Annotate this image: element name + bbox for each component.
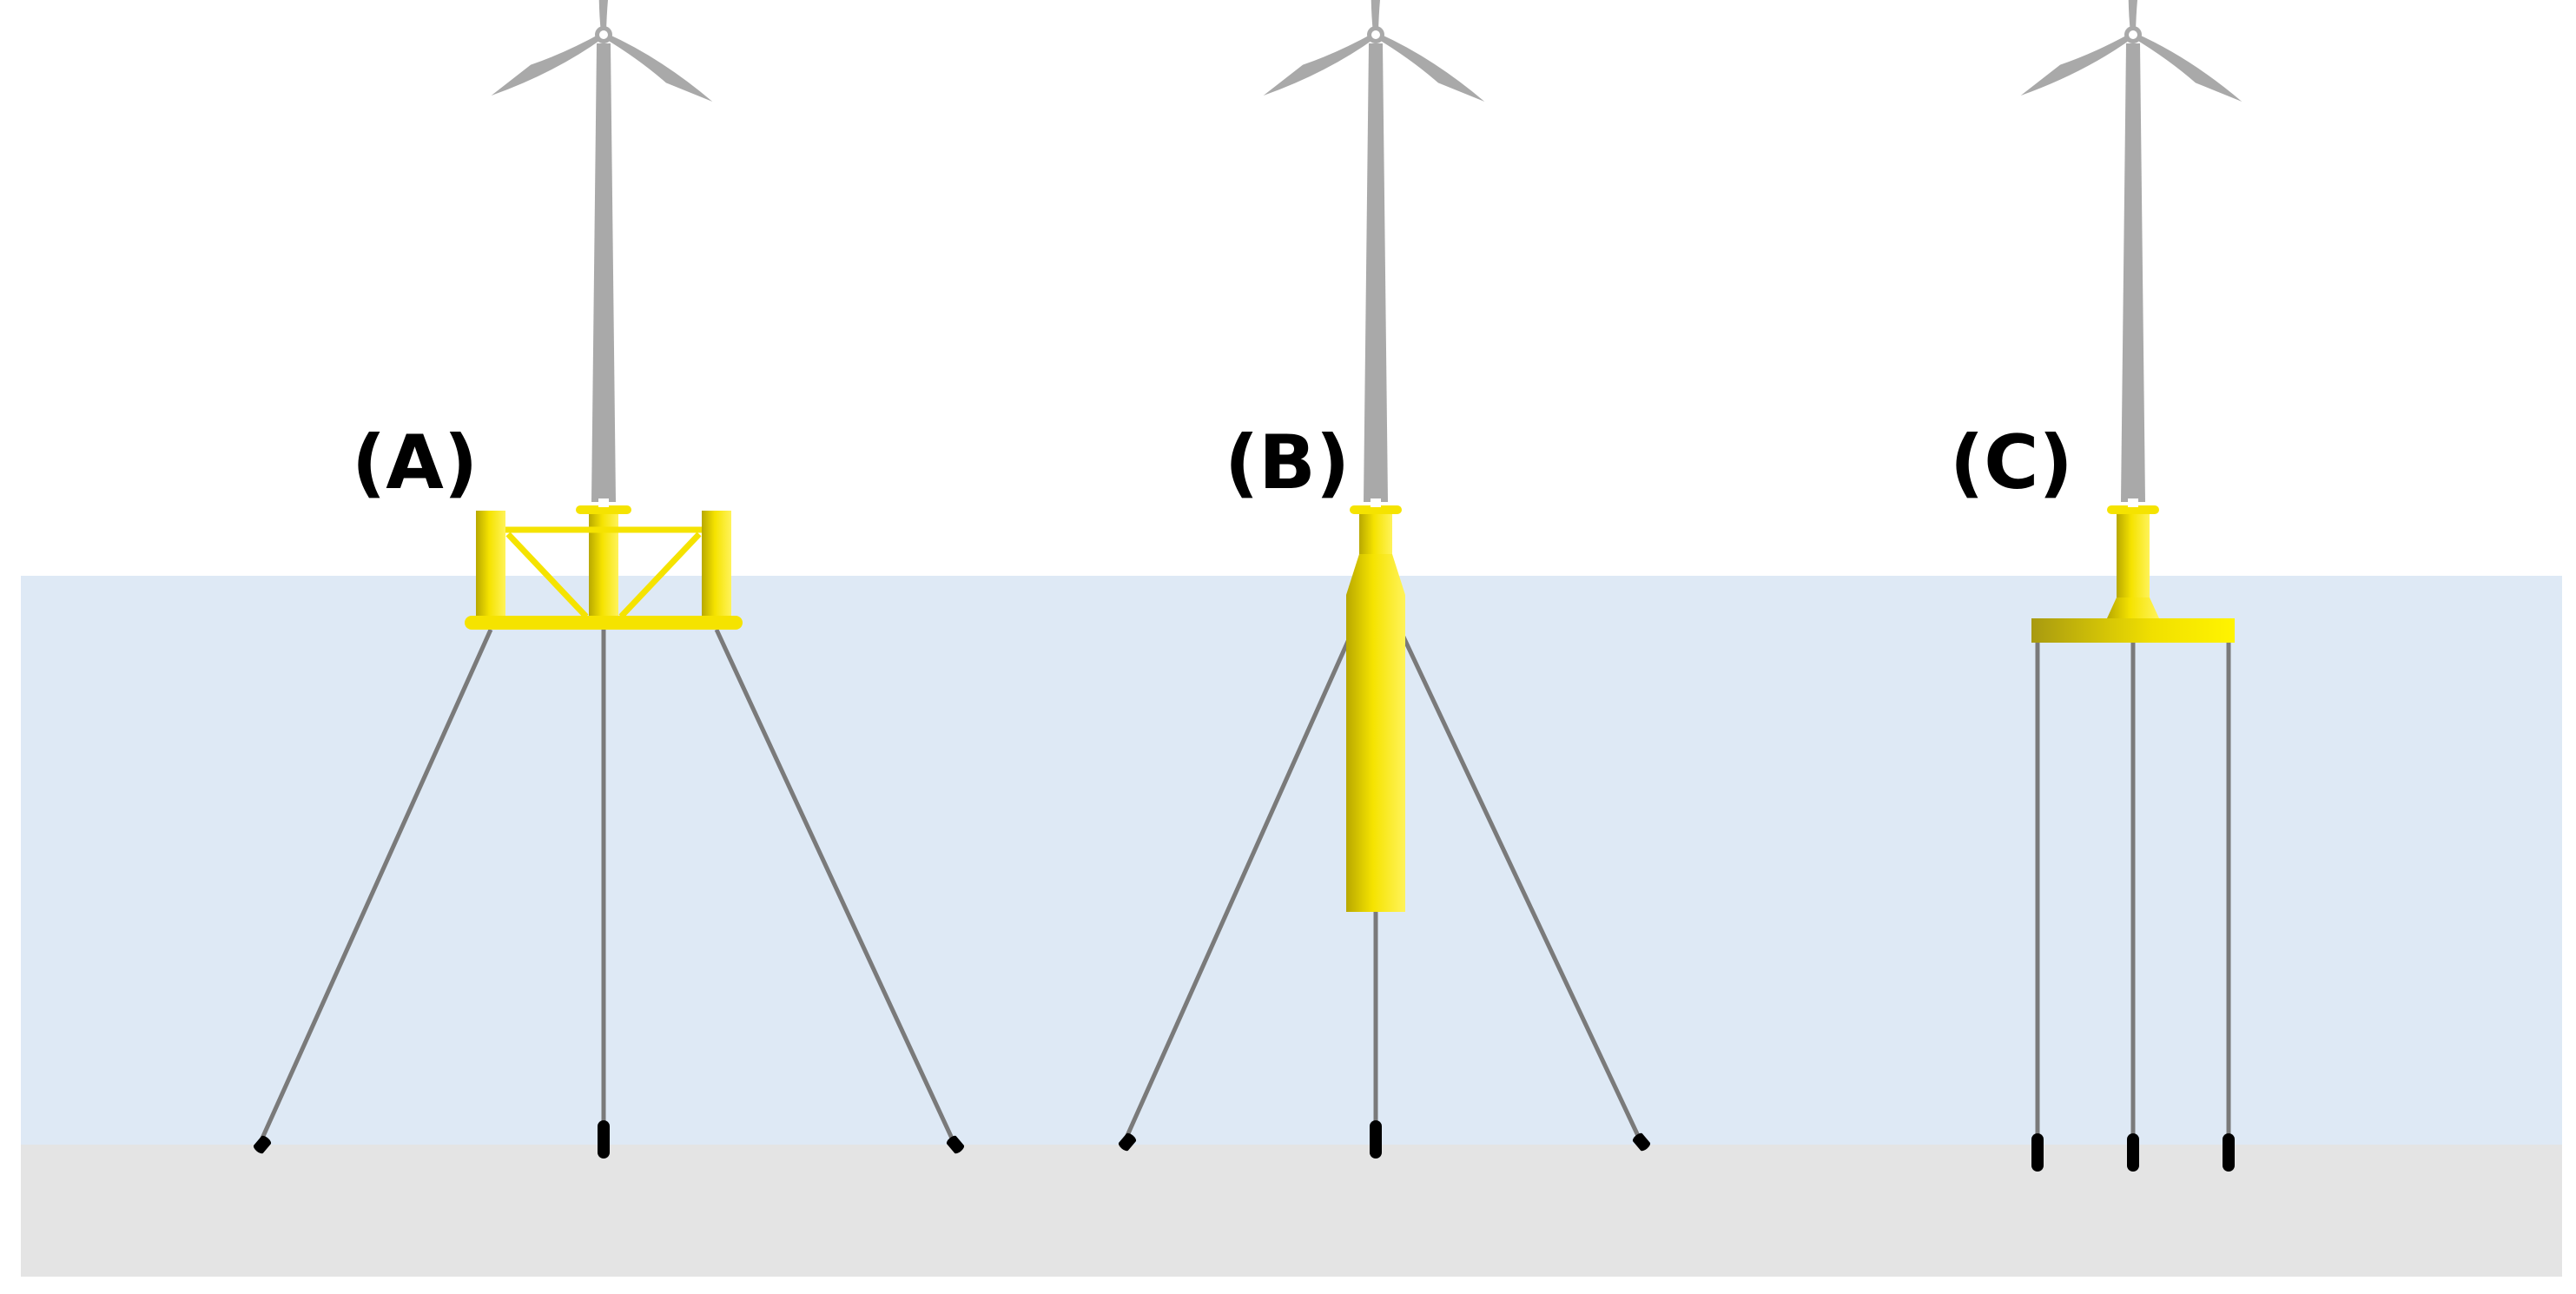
concept-c-platform	[2031, 505, 2235, 643]
sea-water	[21, 576, 2562, 1145]
wind-turbine-icon	[487, 0, 717, 507]
concept-a-mooring-lines	[258, 628, 956, 1144]
concept-c-tendons	[2035, 643, 2231, 1138]
concept-b-label: (B)	[1225, 419, 1351, 506]
concept-a-label: (A)	[352, 419, 479, 506]
concept-a-semisubmersible	[252, 0, 966, 1159]
concept-a-platform	[465, 505, 743, 630]
concept-b-platform	[1346, 505, 1405, 912]
seabed	[21, 1145, 2562, 1277]
concept-c-tension-leg	[2017, 0, 2246, 1172]
concept-b-spar	[1117, 0, 1652, 1159]
concept-c-label: (C)	[1950, 419, 2073, 506]
